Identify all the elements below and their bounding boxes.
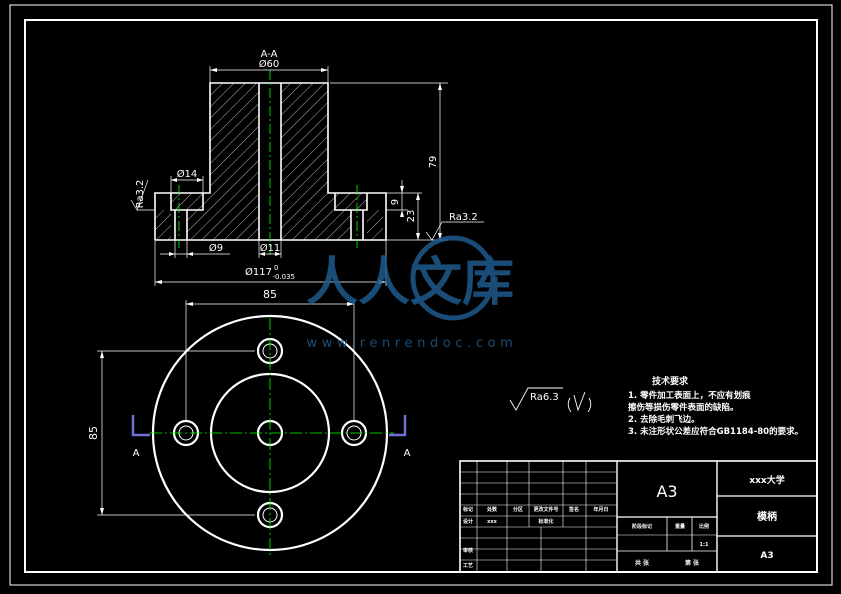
tech-item-2: 2. 去除毛刺飞边。 — [628, 414, 700, 425]
dim-counterbore-depth: 9 — [390, 199, 401, 205]
roughness-left: Ra3.2 — [135, 180, 146, 209]
plan-dim-vertical: 85 — [87, 426, 100, 440]
roughness-right: Ra3.2 — [449, 212, 478, 223]
weight-label: 重量 — [675, 523, 685, 530]
part-name: 模柄 — [757, 510, 777, 523]
designer-name: xxx — [487, 519, 497, 525]
inner-border — [24, 19, 818, 573]
plan-view: 85 85 A A — [87, 288, 411, 555]
scale-label: 比例 — [699, 523, 709, 530]
tech-item-3: 3. 未注形状公差应符合GB1184-80的要求。 — [628, 426, 803, 437]
plan-dim-horizontal: 85 — [263, 288, 277, 301]
title-block: A3 xxx大学 模柄 A3 标记 处数 分区 更改文件号 签名 年月日 设计 … — [459, 460, 818, 573]
cut-label-right: A — [404, 448, 411, 459]
header-change-doc: 更改文件号 — [533, 506, 558, 513]
header-zone: 分区 — [513, 506, 523, 513]
stage-mark-label: 阶段标记 — [632, 523, 652, 530]
university: xxx大学 — [749, 474, 784, 486]
tech-requirements: 技术要求 1. 零件加工表面上，不应有划痕 擦伤等损伤零件表面的缺陷。 2. 去… — [628, 375, 803, 437]
watermark: 人人文库 www.renrendoc.com — [306, 235, 518, 351]
tech-item-1: 1. 零件加工表面上，不应有划痕 — [628, 390, 751, 401]
dim-small-hole: Ø14 — [177, 168, 198, 180]
general-roughness-label: Ra6.3 — [530, 392, 559, 403]
review-label: 审核 — [463, 547, 473, 554]
dim-top-diameter: Ø60 — [259, 58, 280, 70]
tech-item-1b: 擦伤等损伤零件表面的缺陷。 — [628, 402, 739, 413]
header-date: 年月日 — [593, 506, 608, 513]
dim-flange-height: 23 — [406, 210, 417, 223]
dim-outer-tol-lower: -0.035 — [272, 273, 295, 281]
watermark-url: www.renrendoc.com — [307, 336, 518, 351]
standardization-label: 标准化 — [537, 518, 553, 525]
process-label: 工艺 — [463, 562, 473, 569]
scale-value: 1:1 — [700, 542, 709, 548]
outer-border — [9, 4, 833, 586]
dim-outer-tol-upper: 0 — [274, 264, 278, 272]
dim-height-total: 79 — [428, 156, 439, 169]
watermark-text: 人人文库 — [306, 253, 514, 313]
designer-label: 设计 — [463, 518, 473, 525]
dim-bottom-hole: Ø9 — [209, 242, 223, 254]
tech-title: 技术要求 — [652, 375, 689, 387]
sheet-size: A3 — [656, 482, 677, 501]
header-signature: 签名 — [568, 506, 579, 513]
sheet-code: A3 — [760, 551, 773, 561]
sheets-total: 共 张 — [635, 559, 650, 567]
cut-label-left: A — [133, 448, 140, 459]
section-label: A-A — [261, 49, 278, 60]
header-mark: 标记 — [462, 506, 473, 513]
sheet-no: 第 张 — [684, 559, 700, 567]
dim-center-hole: Ø11 — [260, 242, 281, 254]
general-roughness: Ra6.3 — [509, 387, 592, 413]
header-count: 处数 — [486, 506, 498, 513]
